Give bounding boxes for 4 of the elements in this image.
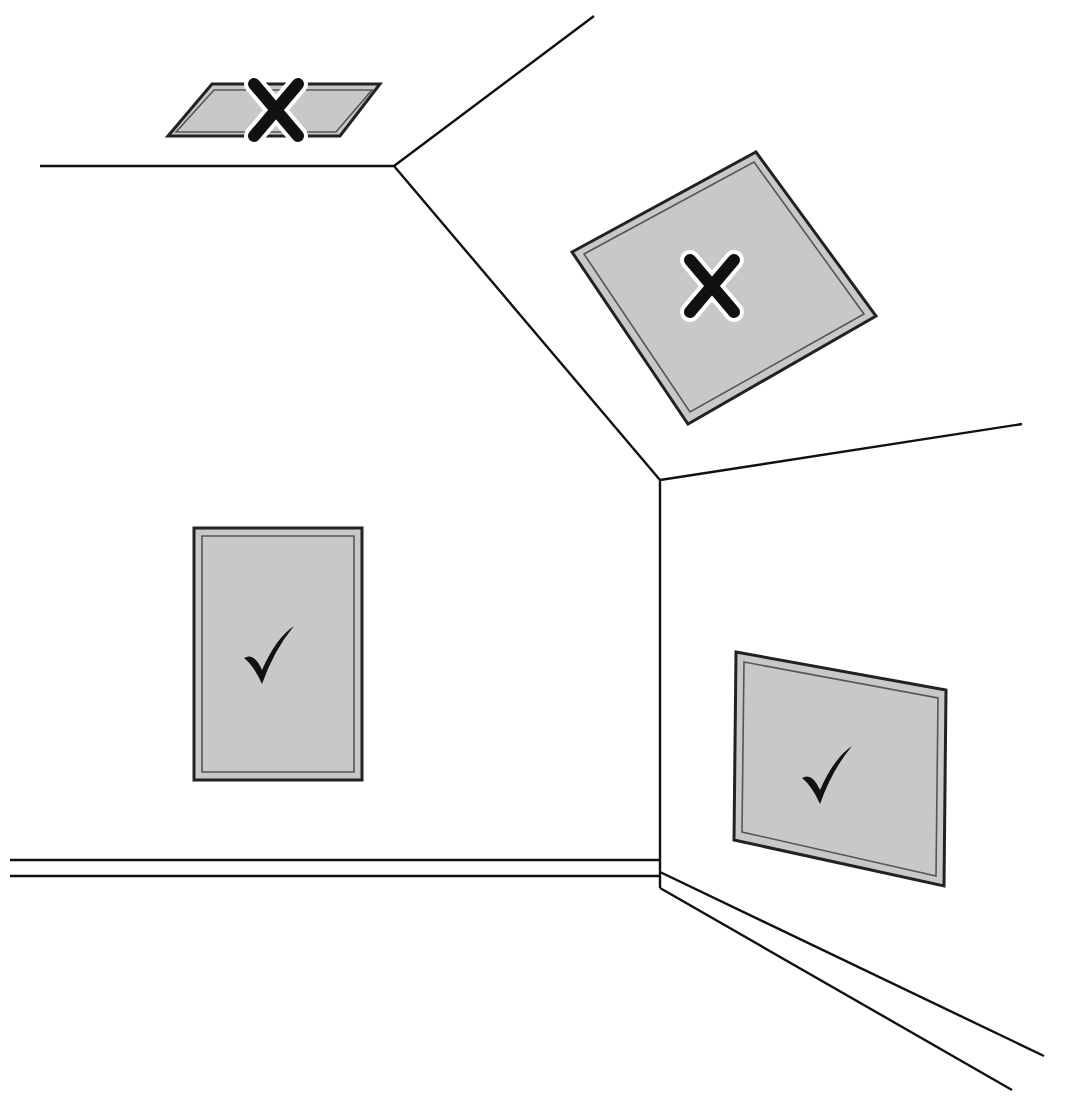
crossed-ceiling-panel [569,150,879,426]
crossed-ceiling-panel [164,74,384,146]
checked-wall-panel [732,650,948,888]
checked-wall-panel [192,526,364,782]
